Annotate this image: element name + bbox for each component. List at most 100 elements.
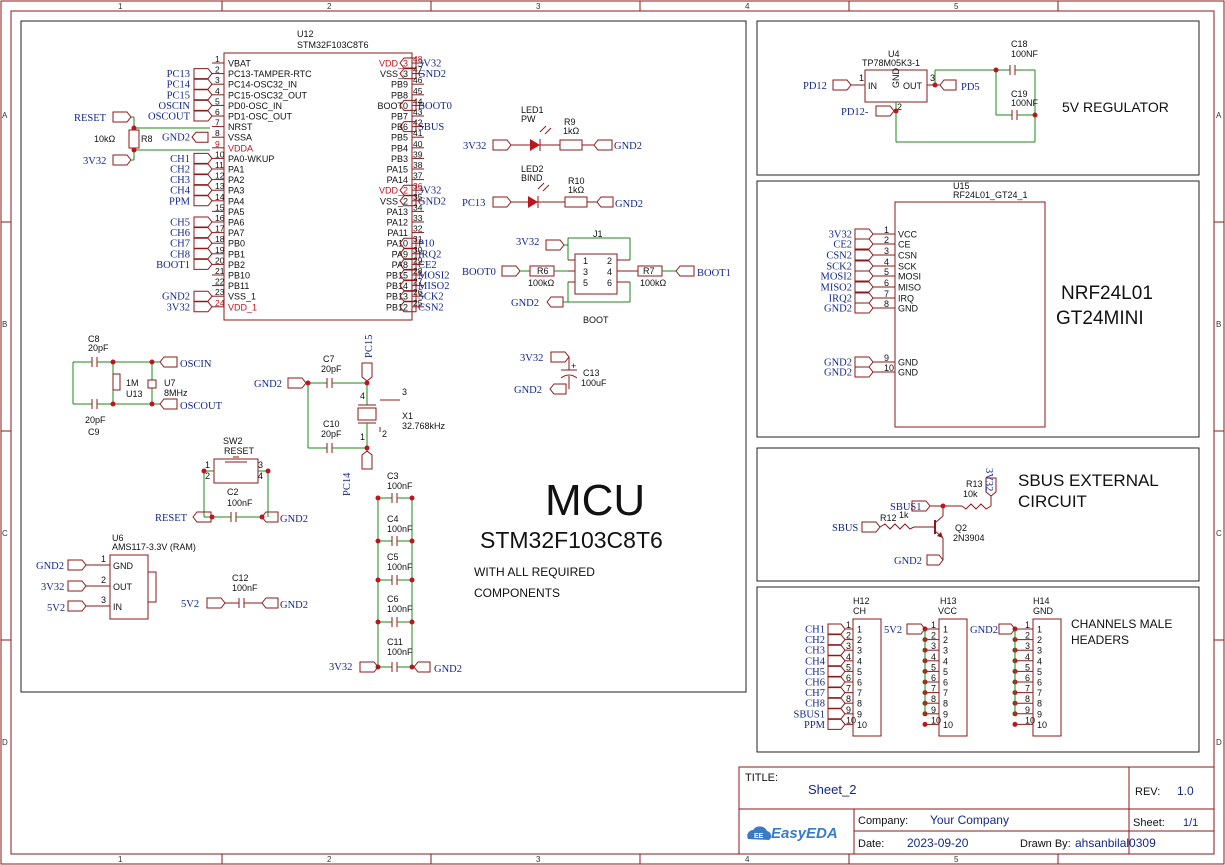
r9-resistor: [559, 139, 583, 151]
net-flag: [827, 623, 846, 635]
mcu-pin-number: 20: [215, 255, 225, 265]
net-flag: [854, 238, 874, 250]
r10-ref: R10: [568, 176, 585, 186]
grid-col-bottom: 2: [327, 855, 332, 864]
header-pin-number: 9: [1025, 705, 1030, 715]
r9-gnd-label: GND2: [614, 141, 642, 152]
svg-text:3V32: 3V32: [41, 582, 64, 593]
header-pin-number: 5: [943, 667, 948, 677]
svg-text:U15: U15: [953, 181, 970, 191]
svg-text:20pF: 20pF: [85, 415, 106, 425]
mcu-pin-number: 8: [215, 128, 220, 138]
svg-text:C11: C11: [387, 637, 403, 647]
nrf-net-label: CSN2: [826, 251, 852, 262]
grid-col-bottom: 4: [745, 855, 750, 864]
reset-net-flag: [112, 111, 132, 123]
mcu-pin-number: 25: [413, 298, 423, 308]
header-net-label: CH3: [805, 646, 825, 657]
led2-pc13-label: PC13: [462, 198, 485, 209]
net-flag: [399, 195, 417, 207]
r8-3v3-label: 3V32: [83, 156, 106, 167]
net-flag: [854, 292, 874, 304]
svg-text:GND2: GND2: [894, 556, 922, 567]
nrf-pin-name: GND: [898, 368, 919, 378]
mcu-net-label: PC14: [167, 80, 191, 91]
mcu-net-label: CH8: [170, 249, 190, 260]
mcu-pin-name: PB3: [391, 154, 408, 164]
header-net-label: CH4: [805, 656, 826, 667]
grid-col-top: 3: [536, 2, 541, 11]
header-pin-number: 7: [857, 688, 862, 698]
nrf-pin-number: 8: [884, 299, 889, 309]
net-flag: [854, 281, 874, 293]
svg-text:32.768kHz: 32.768kHz: [402, 421, 446, 431]
mcu-pin-number: 9: [215, 139, 220, 149]
nrf-pin-number: 7: [884, 289, 889, 299]
junction-dot: [375, 619, 381, 625]
net-flag: [399, 280, 417, 292]
net-flag: [193, 163, 213, 175]
net-flag: [399, 57, 417, 69]
r9-value: 1kΩ: [563, 126, 580, 136]
header-pin-number: 3: [857, 646, 862, 656]
mcu-pin-name: PB10: [228, 271, 250, 281]
mcu-pin-number: 34: [413, 202, 423, 212]
net-flag: [854, 302, 874, 314]
net-flag: [854, 356, 874, 368]
svg-text:5: 5: [583, 278, 588, 288]
svg-text:C4: C4: [387, 514, 399, 524]
mcu-net-label: PPM: [169, 196, 191, 207]
svg-text:SBUS1: SBUS1: [890, 502, 922, 513]
mcu-net-label: OSCIN: [158, 101, 190, 112]
header-pin-number: 10: [931, 715, 941, 725]
net-flag: [193, 68, 213, 80]
mcu-pin-number: 1: [215, 54, 220, 64]
led2-circuit: LED2 BIND PC13 R10 1kΩ GND2: [462, 164, 643, 210]
mcu-pin-number: 16: [215, 213, 225, 223]
net-flag: [193, 174, 213, 186]
mcu-pin-number: 6: [215, 107, 220, 117]
header-pin-number: 3: [1037, 646, 1042, 656]
svg-text:5V2: 5V2: [181, 599, 199, 610]
svg-text:RESET: RESET: [155, 513, 188, 524]
header-pin-number: 3: [931, 641, 936, 651]
nrf-net-label: SCK2: [826, 262, 852, 273]
mcu-net-label: CH2: [170, 165, 190, 176]
junction-dot: [1012, 721, 1018, 727]
svg-text:C2: C2: [227, 487, 239, 497]
svg-text:H14: H14: [1033, 596, 1050, 606]
net-flag: [399, 68, 417, 80]
grid-col-top: 1: [118, 2, 123, 11]
mcu-pin-name: PA12: [387, 218, 408, 228]
svg-text:2: 2: [897, 102, 902, 112]
net-flag: [193, 89, 213, 101]
svg-text:1: 1: [101, 554, 106, 564]
header-pin-number: 10: [846, 715, 856, 725]
header-pin-number: 1: [943, 625, 948, 635]
junction-dot: [409, 495, 415, 501]
svg-text:2: 2: [382, 429, 387, 439]
nrf-pin-number: 10: [884, 363, 894, 373]
mcu-net-label: GND2: [418, 69, 446, 80]
net-flag: [193, 248, 213, 260]
nrf-pin-name: SCK: [898, 262, 917, 272]
mcu-section: [20, 20, 747, 693]
svg-text:5V2: 5V2: [47, 603, 65, 614]
grid-row-left: B: [2, 320, 7, 329]
net-flag: [827, 665, 846, 677]
grid-row-left: D: [2, 738, 8, 747]
svg-text:20pF: 20pF: [321, 429, 342, 439]
net-flag: [399, 258, 417, 270]
boot1-net-label: BOOT1: [697, 268, 731, 279]
header-pin-number: 7: [1025, 684, 1030, 694]
mcu-pin-number: 10: [215, 149, 225, 159]
mcu-pin-number: 23: [215, 287, 225, 297]
net-flag: [854, 366, 874, 378]
header-pin-number: 6: [846, 673, 851, 683]
mcu-net-label: GND2: [162, 292, 190, 303]
net-flag: [193, 99, 213, 111]
header-pin-number: 2: [943, 635, 948, 645]
